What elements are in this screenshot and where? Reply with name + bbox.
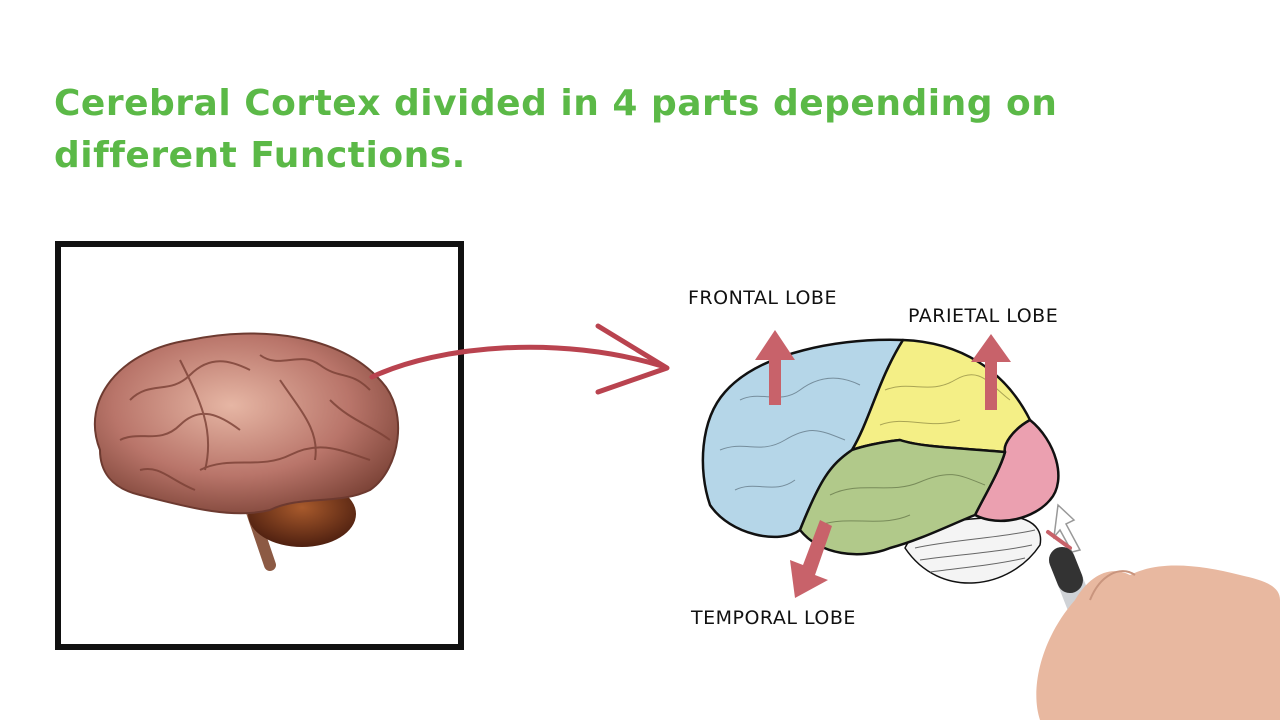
- lobe-arrows: [755, 330, 1011, 598]
- finger-line: [1089, 570, 1136, 601]
- marker-tip: [1049, 547, 1083, 593]
- connector-arrow: [369, 323, 670, 395]
- temporal-arrow: [790, 520, 832, 598]
- title-line-2: different Functions.: [54, 135, 466, 176]
- frontal-arrow: [755, 330, 795, 405]
- frontal-lobe-label: FRONTAL LOBE: [688, 287, 837, 309]
- lobe-diagram: [701, 338, 1060, 584]
- marker-stroke: [1046, 530, 1072, 550]
- realistic-brain-image: [94, 332, 400, 571]
- title-line-1: Cerebral Cortex divided in 4 parts depen…: [54, 83, 1058, 124]
- temporal-lobe: [798, 438, 1007, 556]
- temporal-lobe-label: TEMPORAL LOBE: [691, 607, 856, 629]
- parietal-lobe-label: PARIETAL LOBE: [908, 305, 1059, 327]
- hand: [1036, 565, 1280, 720]
- frontal-folds: [719, 377, 861, 491]
- parietal-arrow: [971, 334, 1011, 410]
- slide-title: Cerebral Cortex divided in 4 parts depen…: [54, 78, 1154, 182]
- temporal-folds: [819, 474, 986, 526]
- cerebrum: [94, 332, 400, 515]
- drawing-hand: [1036, 530, 1280, 720]
- cerebellum-lines: [914, 529, 1036, 573]
- occipital-lobe: [973, 418, 1060, 523]
- brain-folds: [119, 354, 391, 491]
